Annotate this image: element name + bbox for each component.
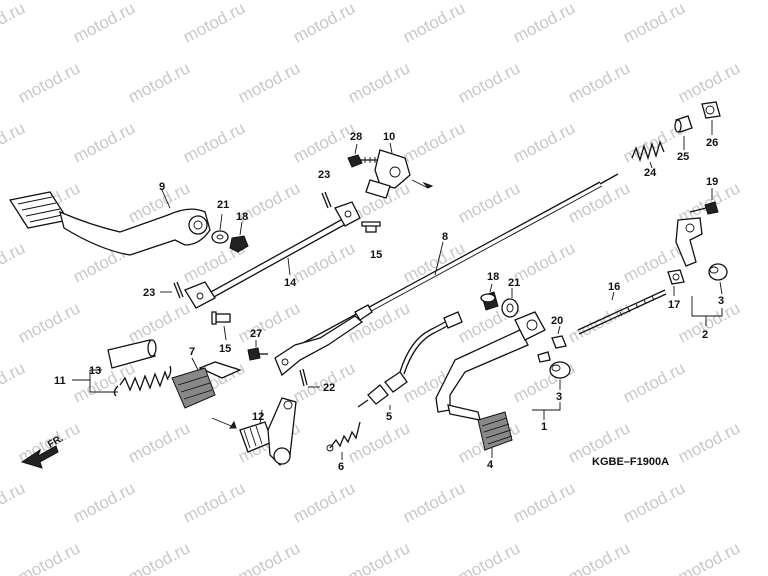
callout-3b: 3 xyxy=(718,295,724,307)
callout-2: 2 xyxy=(702,329,708,341)
callout-6: 6 xyxy=(338,461,344,473)
bolt-part[interactable] xyxy=(347,154,378,168)
callout-23: 23 xyxy=(318,169,330,181)
nut-part[interactable] xyxy=(667,269,685,285)
callout-1: 1 xyxy=(541,421,547,433)
callout-15: 15 xyxy=(370,249,382,261)
callout-22: 22 xyxy=(323,382,335,394)
front-direction-label: FR. xyxy=(46,433,66,451)
spring-part[interactable] xyxy=(113,365,172,397)
callout-7: 7 xyxy=(189,346,195,358)
brake-pedal-part[interactable] xyxy=(8,191,211,256)
spring-sleeve-part[interactable] xyxy=(107,339,157,369)
callout-9: 9 xyxy=(159,181,165,193)
brake-cable-part[interactable] xyxy=(274,173,619,377)
nut-part[interactable] xyxy=(551,335,567,349)
collar-part[interactable] xyxy=(537,351,571,379)
callout-15b: 15 xyxy=(219,343,231,355)
callout-20: 20 xyxy=(551,315,563,327)
collar-part[interactable] xyxy=(480,291,499,311)
clip-part[interactable] xyxy=(299,368,308,387)
callout-4: 4 xyxy=(487,459,494,471)
pin-part[interactable] xyxy=(361,221,381,233)
callout-10: 10 xyxy=(383,131,395,143)
washer-part[interactable] xyxy=(501,298,519,318)
callout-16: 16 xyxy=(608,281,620,293)
callout-21: 21 xyxy=(217,199,229,211)
callout-25: 25 xyxy=(677,151,689,163)
collar-part[interactable] xyxy=(708,263,728,281)
callout-11: 11 xyxy=(54,375,66,387)
front-direction-arrow-icon xyxy=(20,445,59,469)
washer-part[interactable] xyxy=(211,230,229,244)
return-spring-part[interactable] xyxy=(326,421,361,452)
callout-12: 12 xyxy=(252,411,264,423)
callout-3: 3 xyxy=(556,391,562,403)
callout-19: 19 xyxy=(706,176,718,188)
callout-28: 28 xyxy=(350,131,362,143)
callout-24: 24 xyxy=(644,167,657,179)
adjuster-spring-part[interactable] xyxy=(631,139,665,163)
nut-part[interactable] xyxy=(229,235,249,253)
brake-switch-part[interactable] xyxy=(171,361,242,409)
callout-8: 8 xyxy=(442,231,448,243)
brake-cam-lever-part[interactable] xyxy=(675,217,703,267)
adjuster-rod-part[interactable] xyxy=(577,289,667,335)
pivot-arm-part[interactable] xyxy=(239,397,297,466)
brake-arm-part[interactable] xyxy=(365,149,411,199)
sleeve-part[interactable] xyxy=(674,115,693,133)
callout-14: 14 xyxy=(284,277,297,289)
callout-5: 5 xyxy=(386,411,392,423)
step-arm-part[interactable] xyxy=(435,311,546,421)
callout-18: 18 xyxy=(236,211,248,223)
adjuster-nut-part[interactable] xyxy=(701,101,721,119)
bolt-part[interactable] xyxy=(689,201,719,215)
diagram-code: KGBE–F1900A xyxy=(592,456,669,468)
brake-rod-part[interactable] xyxy=(184,201,361,309)
callout-27: 27 xyxy=(250,328,262,340)
pin-part[interactable] xyxy=(211,311,231,325)
callout-23b: 23 xyxy=(143,287,155,299)
cotter-pin-part[interactable] xyxy=(173,191,332,299)
callout-18b: 18 xyxy=(487,271,499,283)
bolt-part[interactable] xyxy=(247,347,268,361)
callout-26: 26 xyxy=(706,137,718,149)
callout-17: 17 xyxy=(668,299,680,311)
callout-21b: 21 xyxy=(508,277,520,289)
stop-switch-part[interactable] xyxy=(357,311,463,408)
callout-13: 13 xyxy=(89,365,101,377)
footrest-rubber-part[interactable] xyxy=(477,411,513,451)
